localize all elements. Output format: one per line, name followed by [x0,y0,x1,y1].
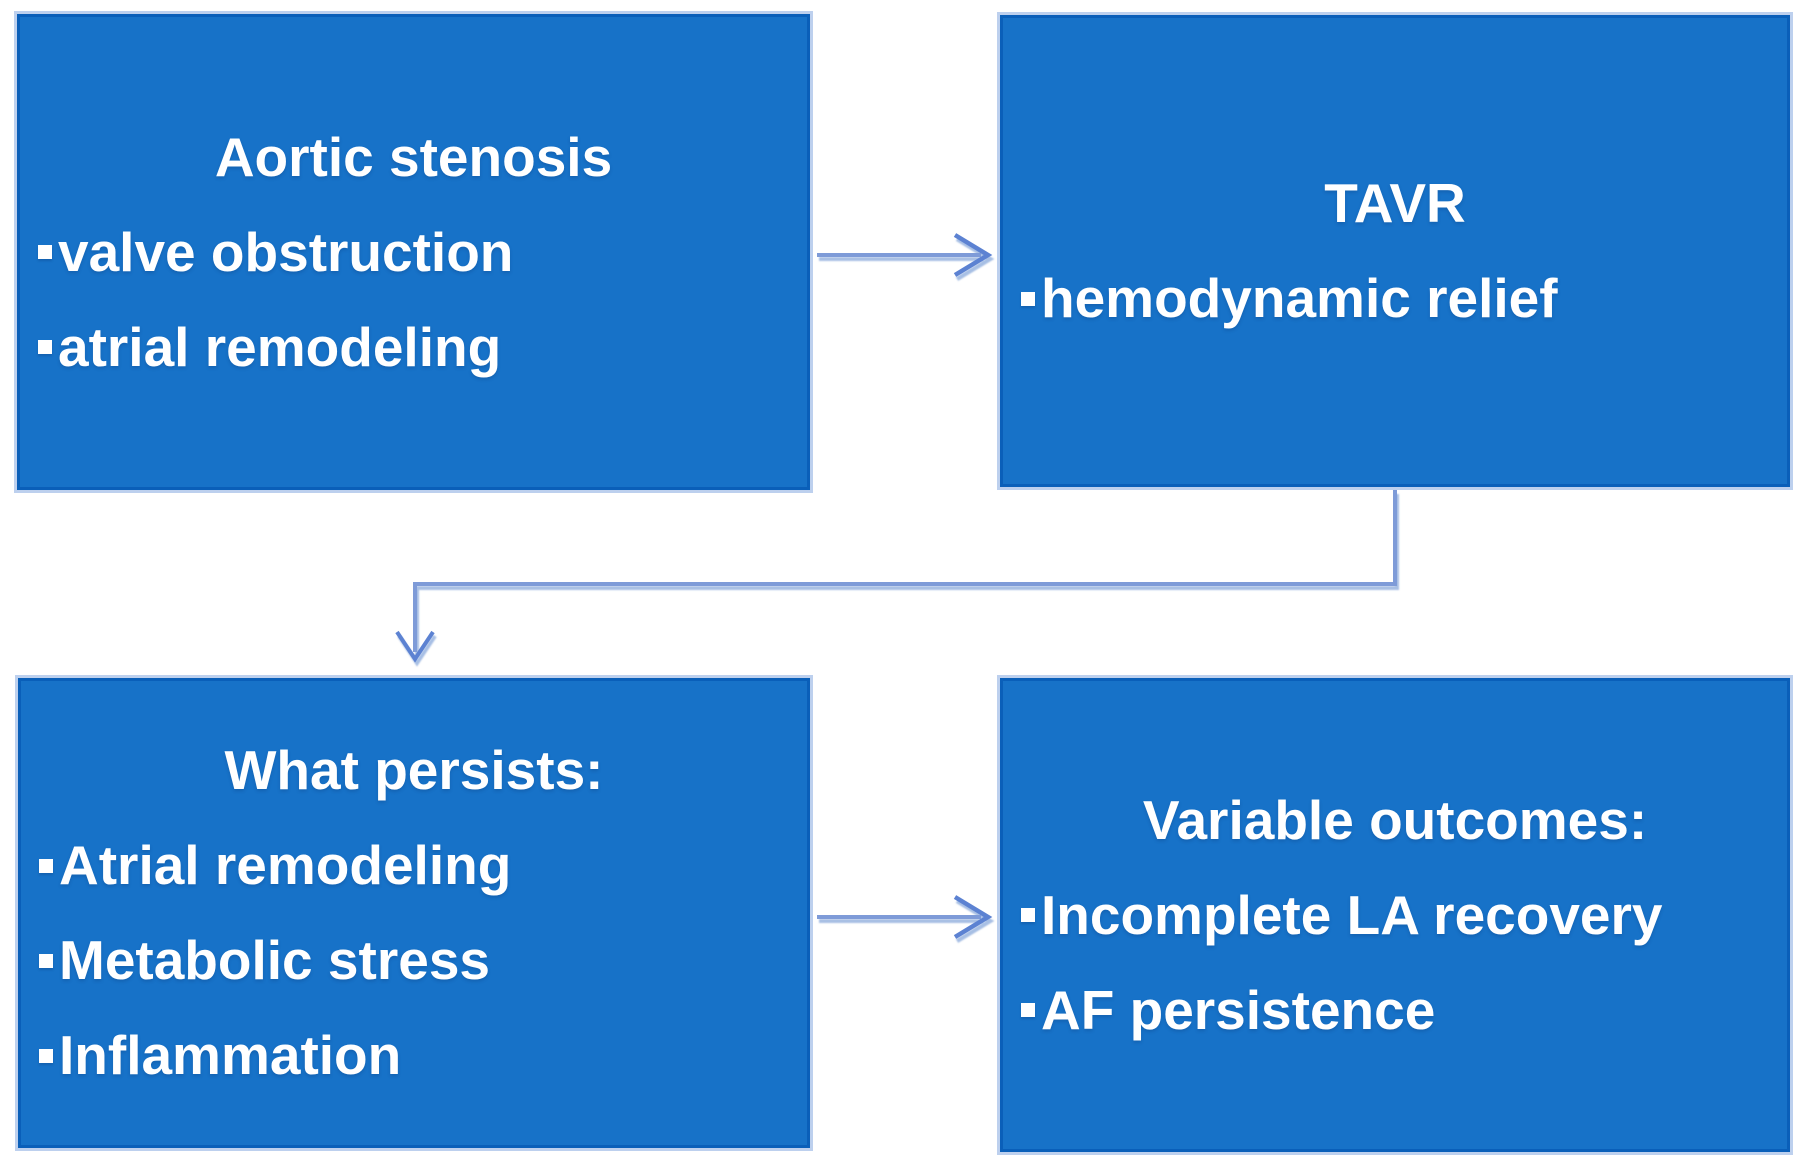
bullet-text: valve obstruction [58,220,514,283]
square-bullet-icon [1021,908,1035,922]
bullet-text: AF persistence [1041,978,1436,1041]
node-aortic-stenosis: Aortic stenosis valve obstruction atrial… [17,14,810,490]
square-bullet-icon [39,1048,53,1063]
elbow-arrow-tavr-to-persists-icon [395,490,1397,663]
arrow-aortic-to-tavr-icon [817,233,993,277]
bullet-text: Inflammation [59,1024,402,1086]
square-bullet-icon [38,245,52,259]
bullet-text: Atrial remodeling [59,834,512,896]
bullet-item: AF persistence [1021,963,1769,1058]
node-variable-outcomes: Variable outcomes: Incomplete LA recover… [1000,678,1790,1152]
bullet-item: hemodynamic relief [1021,251,1769,346]
node-tavr: TAVR hemodynamic relief [1000,15,1790,487]
arrow-persists-to-outcomes-icon [817,895,993,939]
bullet-item: Incomplete LA recovery [1021,868,1769,963]
node-title: Variable outcomes: [1142,788,1648,851]
bullet-item: Atrial remodeling [39,818,789,913]
node-title: What persists: [224,739,604,801]
bullet-text: Incomplete LA recovery [1041,883,1663,946]
square-bullet-icon [1021,291,1035,306]
bullet-item: atrial remodeling [38,300,789,395]
bullet-item: valve obstruction [38,205,789,300]
node-title: Aortic stenosis [214,125,613,188]
square-bullet-icon [39,953,53,968]
square-bullet-icon [1021,1003,1035,1017]
bullet-text: atrial remodeling [58,315,502,378]
node-title: TAVR [1324,172,1466,234]
bullet-text: Metabolic stress [59,929,491,991]
square-bullet-icon [39,858,53,873]
node-what-persists: What persists: Atrial remodeling Metabol… [18,678,810,1148]
bullet-item: Inflammation [39,1008,789,1103]
bullet-item: Metabolic stress [39,913,789,1008]
bullet-text: hemodynamic relief [1041,267,1558,329]
square-bullet-icon [38,340,52,354]
